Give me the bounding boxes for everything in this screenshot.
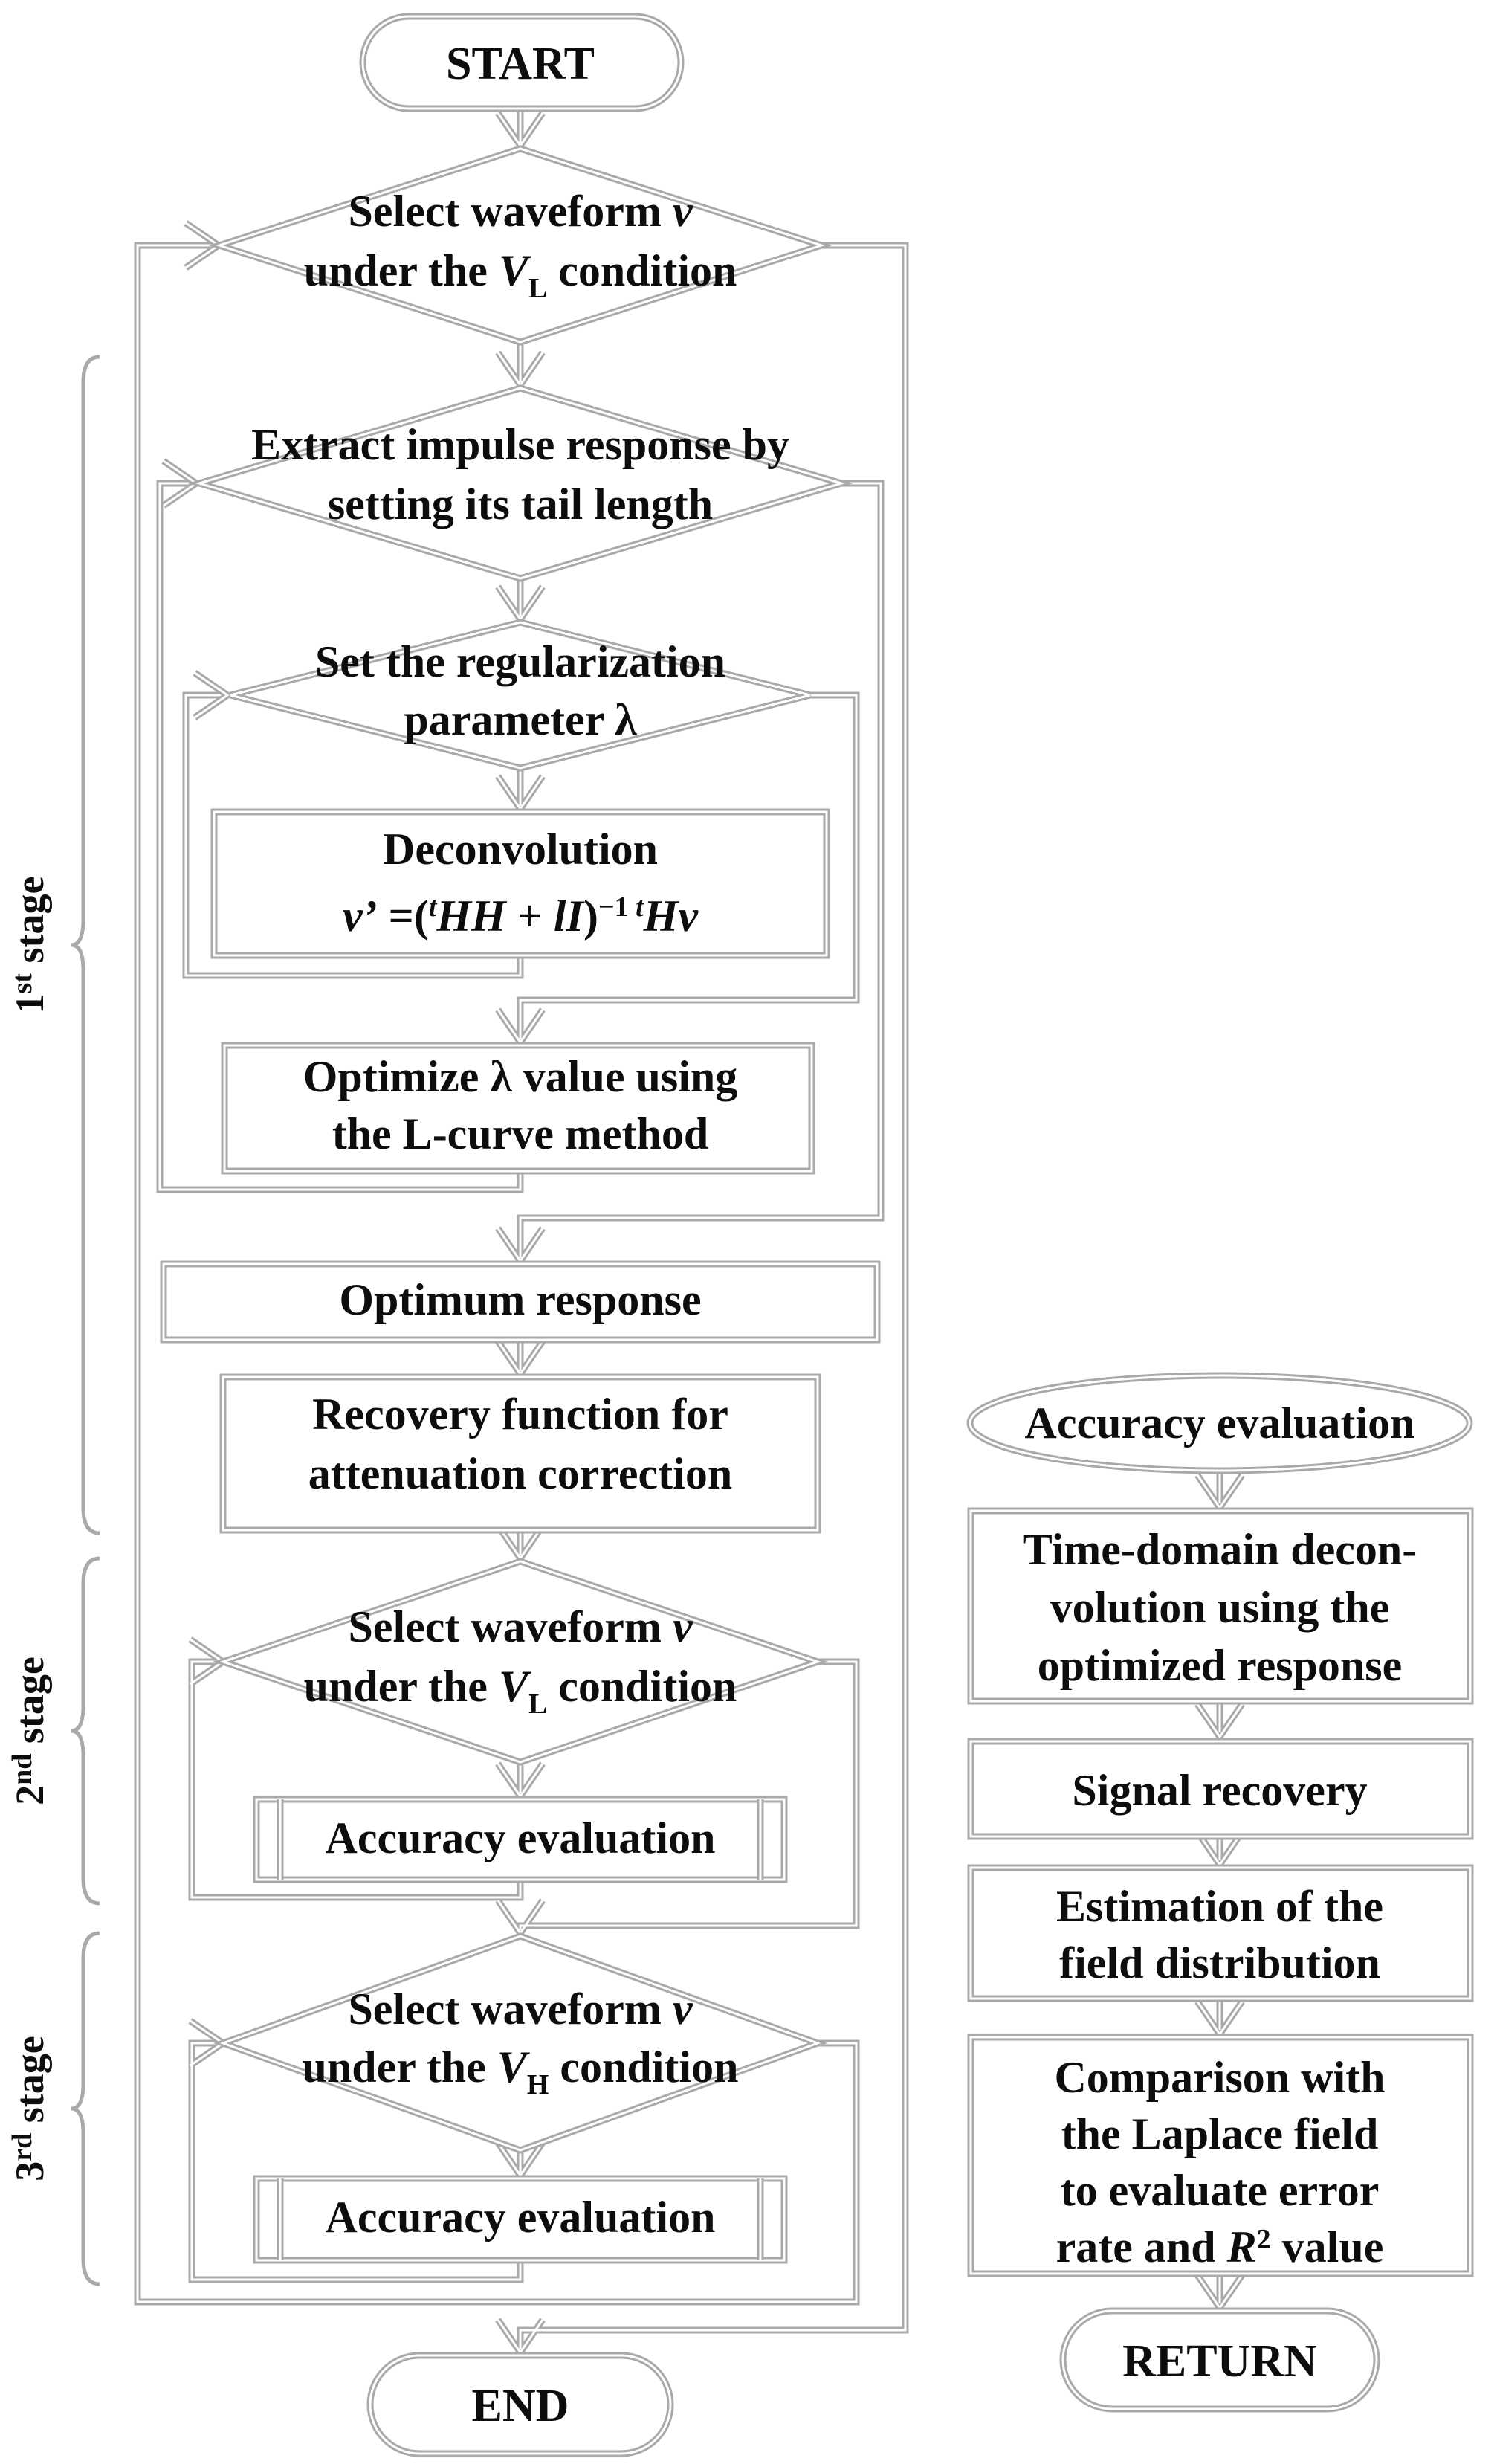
estimation-line1: Estimation of the xyxy=(1056,1882,1383,1931)
edge-start-to-select-vl-1 xyxy=(498,110,543,146)
time-domain-line1: Time-domain decon- xyxy=(1023,1525,1417,1574)
optimum-response-label: Optimum response xyxy=(339,1275,701,1324)
select-vh-line2: under the VH condition xyxy=(303,2042,739,2100)
edge-select-vl-1-to-extract xyxy=(498,342,543,385)
decision-select-waveform-vl-2: Select waveform v under the VL condition xyxy=(223,1561,818,1762)
optimize-line1: Optimize λ value using xyxy=(303,1052,738,1101)
subprocess-accuracy-evaluation-stage3: Accuracy evaluation xyxy=(256,2178,784,2260)
signal-recovery-label: Signal recovery xyxy=(1072,1766,1367,1815)
deconvolution-title: Deconvolution xyxy=(383,825,658,874)
decision-extract-impulse-response: Extract impulse response by setting its … xyxy=(199,388,841,578)
edge-accuracy-title-to-time-domain xyxy=(1197,1471,1242,1508)
process-optimize-lambda: Optimize λ value using the L-curve metho… xyxy=(224,1045,812,1171)
stage-labels: 1st stage 2nd stage 3rd stage xyxy=(7,877,52,2181)
comparison-line3: to evaluate error xyxy=(1061,2166,1380,2215)
subprocess-accuracy-evaluation-stage2: Accuracy evaluation xyxy=(256,1799,784,1880)
select-vl-2-line2: under the VL condition xyxy=(304,1662,737,1720)
edge-time-domain-to-signal-recovery xyxy=(1197,1701,1242,1737)
estimation-line2: field distribution xyxy=(1059,1938,1380,1987)
decision-select-waveform-vl-1: Select waveform v under the VL condition xyxy=(219,149,821,342)
comparison-line1: Comparison with xyxy=(1054,2053,1385,2102)
set-reg-line2: parameter λ xyxy=(404,695,637,744)
stage-1-label: 1st stage xyxy=(7,877,52,1014)
edge-select-vl-2-to-accuracy-evaluation-2 xyxy=(498,1762,543,1796)
time-domain-line2: volution using the xyxy=(1050,1583,1390,1632)
accuracy-title-label: Accuracy evaluation xyxy=(1025,1399,1415,1448)
stage-braces xyxy=(71,355,100,2286)
stage-2-label: 2nd stage xyxy=(7,1657,52,1805)
terminator-start: START xyxy=(363,16,681,109)
process-deconvolution: Deconvolution v’ =(tHH + lI)−1 tHv xyxy=(214,812,827,955)
process-comparison-laplace-field: Comparison with the Laplace field to eva… xyxy=(971,2037,1470,2274)
recovery-line2: attenuation correction xyxy=(308,1449,732,1498)
edge-comparison-to-return xyxy=(1197,2274,1242,2308)
stage-1-brace xyxy=(71,355,100,1535)
edge-estimation-to-comparison xyxy=(1197,1999,1242,2034)
return-label: RETURN xyxy=(1122,2336,1317,2387)
decision-set-regularization-parameter: Set the regularization parameter λ xyxy=(230,622,810,768)
end-label: END xyxy=(472,2381,569,2431)
time-domain-line3: optimized response xyxy=(1038,1641,1403,1690)
select-vl-2-line1: Select waveform v xyxy=(348,1602,693,1651)
process-time-domain-deconvolution: Time-domain decon- volution using the op… xyxy=(971,1511,1470,1701)
deconvolution-formula: v’ =(tHH + lI)−1 tHv xyxy=(343,891,699,941)
optimize-line2: the L-curve method xyxy=(332,1109,709,1158)
start-label: START xyxy=(446,39,595,89)
stage-2-brace xyxy=(71,1556,100,1906)
terminator-accuracy-evaluation: Accuracy evaluation xyxy=(970,1375,1469,1471)
comparison-line4: rate and R2 value xyxy=(1056,2222,1384,2271)
select-vl-1-line1: Select waveform v xyxy=(348,187,693,236)
comparison-line2: the Laplace field xyxy=(1061,2109,1379,2158)
edge-set-regularization-to-deconvolution xyxy=(498,768,543,809)
stage-3-label: 3rd stage xyxy=(7,2036,52,2181)
select-vh-line1: Select waveform v xyxy=(348,1984,693,2034)
terminator-return: RETURN xyxy=(1063,2311,1377,2409)
edge-optimum-response-to-recovery-function xyxy=(498,1340,543,1374)
extract-line2: setting its tail length xyxy=(328,480,713,529)
process-recovery-function: Recovery function for attenuation correc… xyxy=(223,1377,818,1530)
set-reg-line1: Set the regularization xyxy=(315,637,725,686)
terminator-end: END xyxy=(370,2355,670,2454)
edge-extract-to-set-regularization xyxy=(498,578,543,619)
process-estimation-field-distribution: Estimation of the field distribution xyxy=(971,1868,1470,1999)
select-vl-1-line2: under the VL condition xyxy=(304,246,737,304)
stage-3-brace xyxy=(71,1931,100,2286)
process-optimum-response: Optimum response xyxy=(164,1264,877,1340)
accuracy-evaluation-3-label: Accuracy evaluation xyxy=(326,2193,716,2242)
accuracy-evaluation-2-label: Accuracy evaluation xyxy=(326,1813,716,1862)
recovery-line1: Recovery function for xyxy=(312,1390,728,1439)
process-signal-recovery: Signal recovery xyxy=(971,1741,1470,1836)
extract-line1: Extract impulse response by xyxy=(251,420,789,469)
decision-select-waveform-vh: Select waveform v under the VH condition xyxy=(223,1936,818,2150)
